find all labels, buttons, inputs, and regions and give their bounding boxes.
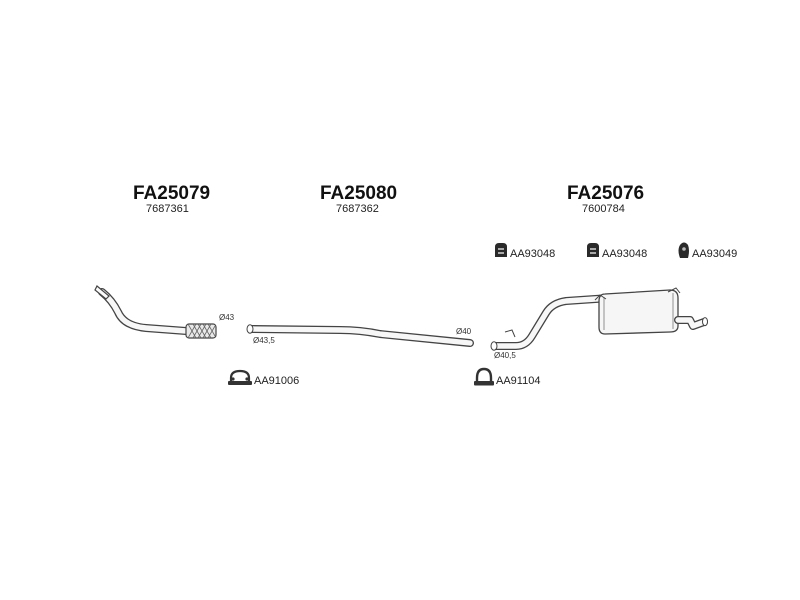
mount-item-3: AA93049	[678, 242, 737, 260]
rubber-mount-icon	[495, 243, 507, 257]
diameter-middle-outlet: Ø40	[456, 327, 472, 336]
clamp-ref-1: AA91006	[254, 375, 299, 387]
u-clamp-icon	[474, 367, 494, 386]
flex-section	[185, 323, 217, 339]
part-group-front-pipe: FA25079 7687361	[133, 183, 210, 215]
front-pipe-drawing: Ø43	[94, 285, 235, 339]
part-group-rear-silencer: FA25076 7600784	[567, 183, 644, 215]
clamp-item-1: AA91006	[228, 369, 299, 387]
clamp-ref-2: AA91104	[496, 375, 540, 387]
diameter-front-outlet: Ø43	[219, 313, 235, 322]
diameter-middle-inlet: Ø43,5	[253, 336, 275, 345]
oem-number-rear-silencer: 7600784	[582, 203, 625, 215]
double-clamp-icon	[228, 369, 252, 385]
part-group-middle-pipe: FA25080 7687362	[320, 183, 397, 215]
part-code-middle-pipe: FA25080	[320, 183, 397, 204]
mount-ref-3: AA93049	[692, 248, 737, 260]
middle-pipe-drawing: Ø43,5 Ø40	[246, 324, 474, 347]
mount-ref-2: AA93048	[602, 248, 647, 260]
rubber-mount-icon	[587, 243, 599, 257]
rear-silencer-drawing: Ø40,5	[490, 287, 708, 360]
clamp-item-2: AA91104	[474, 367, 540, 387]
oem-number-front-pipe: 7687361	[146, 203, 189, 215]
part-code-rear-silencer: FA25076	[567, 183, 644, 204]
mount-item-1: AA93048	[495, 243, 555, 260]
rubber-hanger-icon	[678, 242, 689, 258]
oem-number-middle-pipe: 7687362	[336, 203, 379, 215]
mount-item-2: AA93048	[587, 243, 647, 260]
mount-ref-1: AA93048	[510, 248, 555, 260]
diameter-rear-inlet: Ø40,5	[494, 351, 516, 360]
silencer-box	[598, 289, 679, 335]
part-code-front-pipe: FA25079	[133, 183, 210, 204]
